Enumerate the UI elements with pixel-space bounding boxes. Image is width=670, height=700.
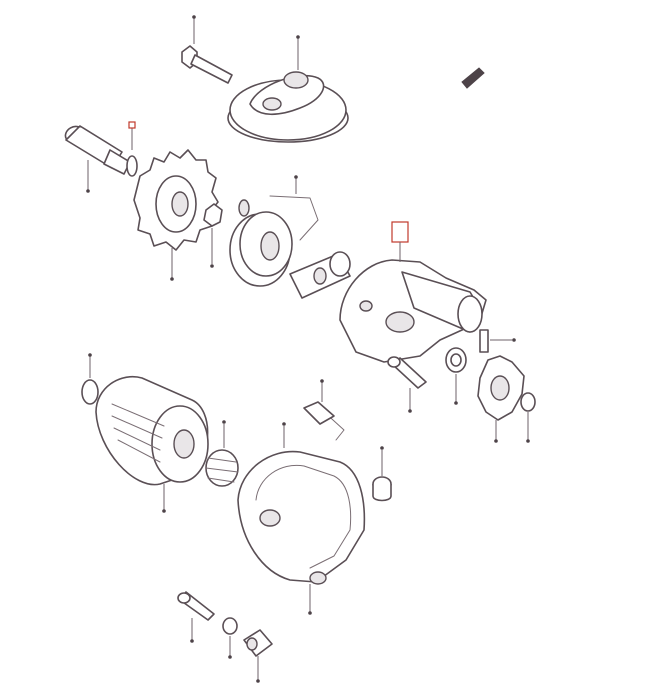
sprocket-gear-part [133,149,219,281]
o-ring-part [445,347,467,405]
filter-spring-part [205,420,239,487]
drain-cap-part [372,446,392,502]
pump-rotor-part [229,175,319,287]
bottom-plug-part [243,629,273,683]
filter-o-ring-part [81,353,99,405]
dowel-pin-part [461,67,485,89]
pump-shaft-part [289,251,351,299]
filter-cover-part [237,379,366,615]
oil-filter-part [95,375,209,513]
pump-bolt-part [387,356,427,413]
pump-cover-part [227,35,349,143]
small-ring-part [520,392,536,443]
chain-sprocket-part [477,355,525,443]
drive-shaft-part [64,125,131,193]
pump-body-part [339,221,487,363]
pin-part [479,329,516,353]
circlip-part [203,203,223,268]
washer-part [126,121,138,177]
bottom-washer-part [222,617,238,659]
bolt-part [181,15,233,84]
drain-bolt-part [177,591,215,643]
